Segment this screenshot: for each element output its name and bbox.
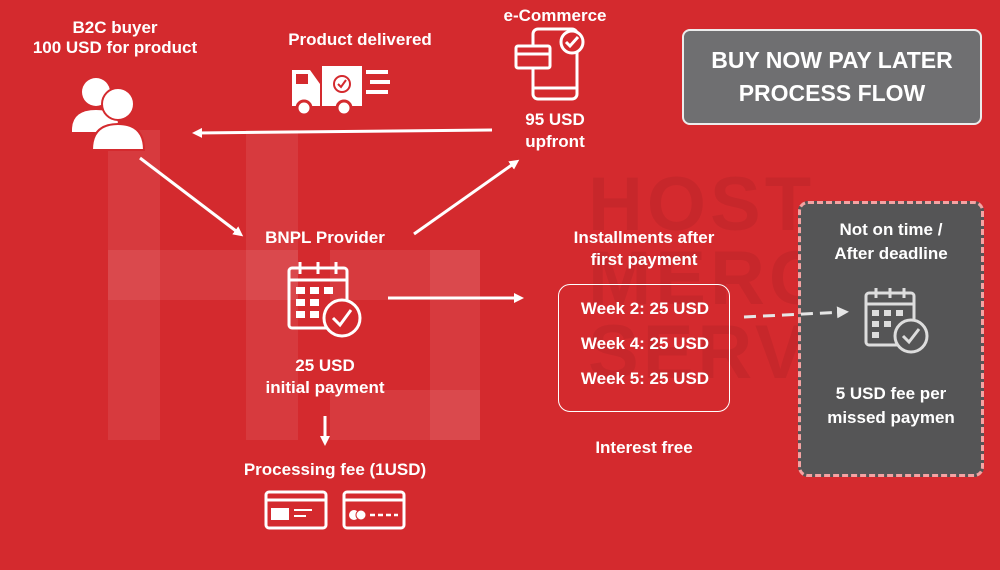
- watermark-text-3: SERVI: [588, 310, 835, 395]
- installment-week-5: Week 5: 25 USD: [580, 369, 710, 388]
- interest-free-note: Interest free: [595, 438, 693, 457]
- delivered-label: Product delivered: [288, 30, 432, 49]
- late-condition-1: Not on time /: [839, 220, 943, 239]
- provider-amount: 25 USD: [295, 356, 355, 375]
- installments-heading-2: first payment: [590, 250, 698, 269]
- installment-week-4: Week 4: 25 USD: [580, 334, 710, 353]
- buyer-label: B2C buyer: [72, 18, 158, 37]
- installments-box: Week 2: 25 USD Week 4: 25 USD Week 5: 25…: [558, 284, 730, 412]
- ecommerce-label: e-Commerce: [503, 6, 607, 25]
- provider-payment: initial payment: [265, 378, 385, 397]
- arrow-delivery-to-buyer: [192, 127, 493, 138]
- buyer-amount: 100 USD for product: [32, 38, 198, 57]
- ecommerce-upfront: upfront: [525, 132, 585, 151]
- late-payment-box: Not on time / After deadline 5 USD fee p…: [798, 201, 984, 477]
- late-fee-1: 5 USD fee per: [835, 384, 947, 403]
- debit-card-icon: [342, 490, 406, 530]
- installments-heading-1: Installments after: [573, 228, 715, 247]
- processing-fee-label: Processing fee (1USD): [243, 460, 427, 479]
- installment-week-2: Week 2: 25 USD: [580, 299, 710, 318]
- late-condition-2: After deadline: [834, 244, 948, 263]
- ecommerce-amount: 95 USD: [525, 110, 585, 129]
- arrow-buyer-to-provider: [139, 156, 244, 237]
- arrow-installments-to-late: [743, 306, 849, 319]
- watermark-text-1: HOST: [588, 162, 816, 247]
- late-fee-2: missed paymen: [827, 408, 955, 427]
- credit-card-icon: [264, 490, 328, 530]
- arrow-provider-to-ecommerce: [413, 159, 520, 236]
- provider-label: BNPL Provider: [265, 228, 385, 247]
